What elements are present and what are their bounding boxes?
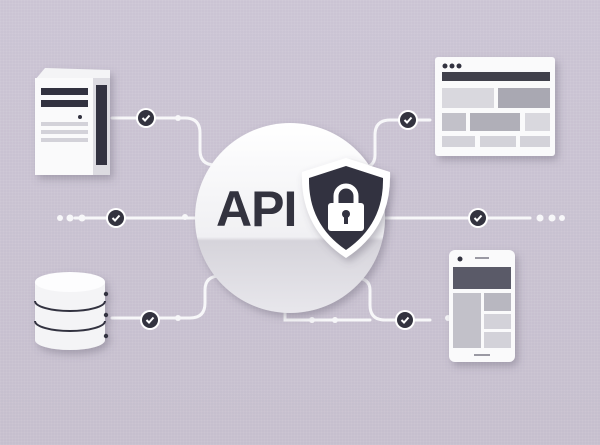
check-icons xyxy=(106,108,488,330)
shield-lock-icon xyxy=(301,158,391,258)
api-label: API xyxy=(216,181,297,237)
database-icon xyxy=(34,272,109,350)
server-tower-icon xyxy=(35,68,110,175)
browser-window-icon xyxy=(435,57,555,156)
mobile-phone-icon xyxy=(449,250,515,362)
